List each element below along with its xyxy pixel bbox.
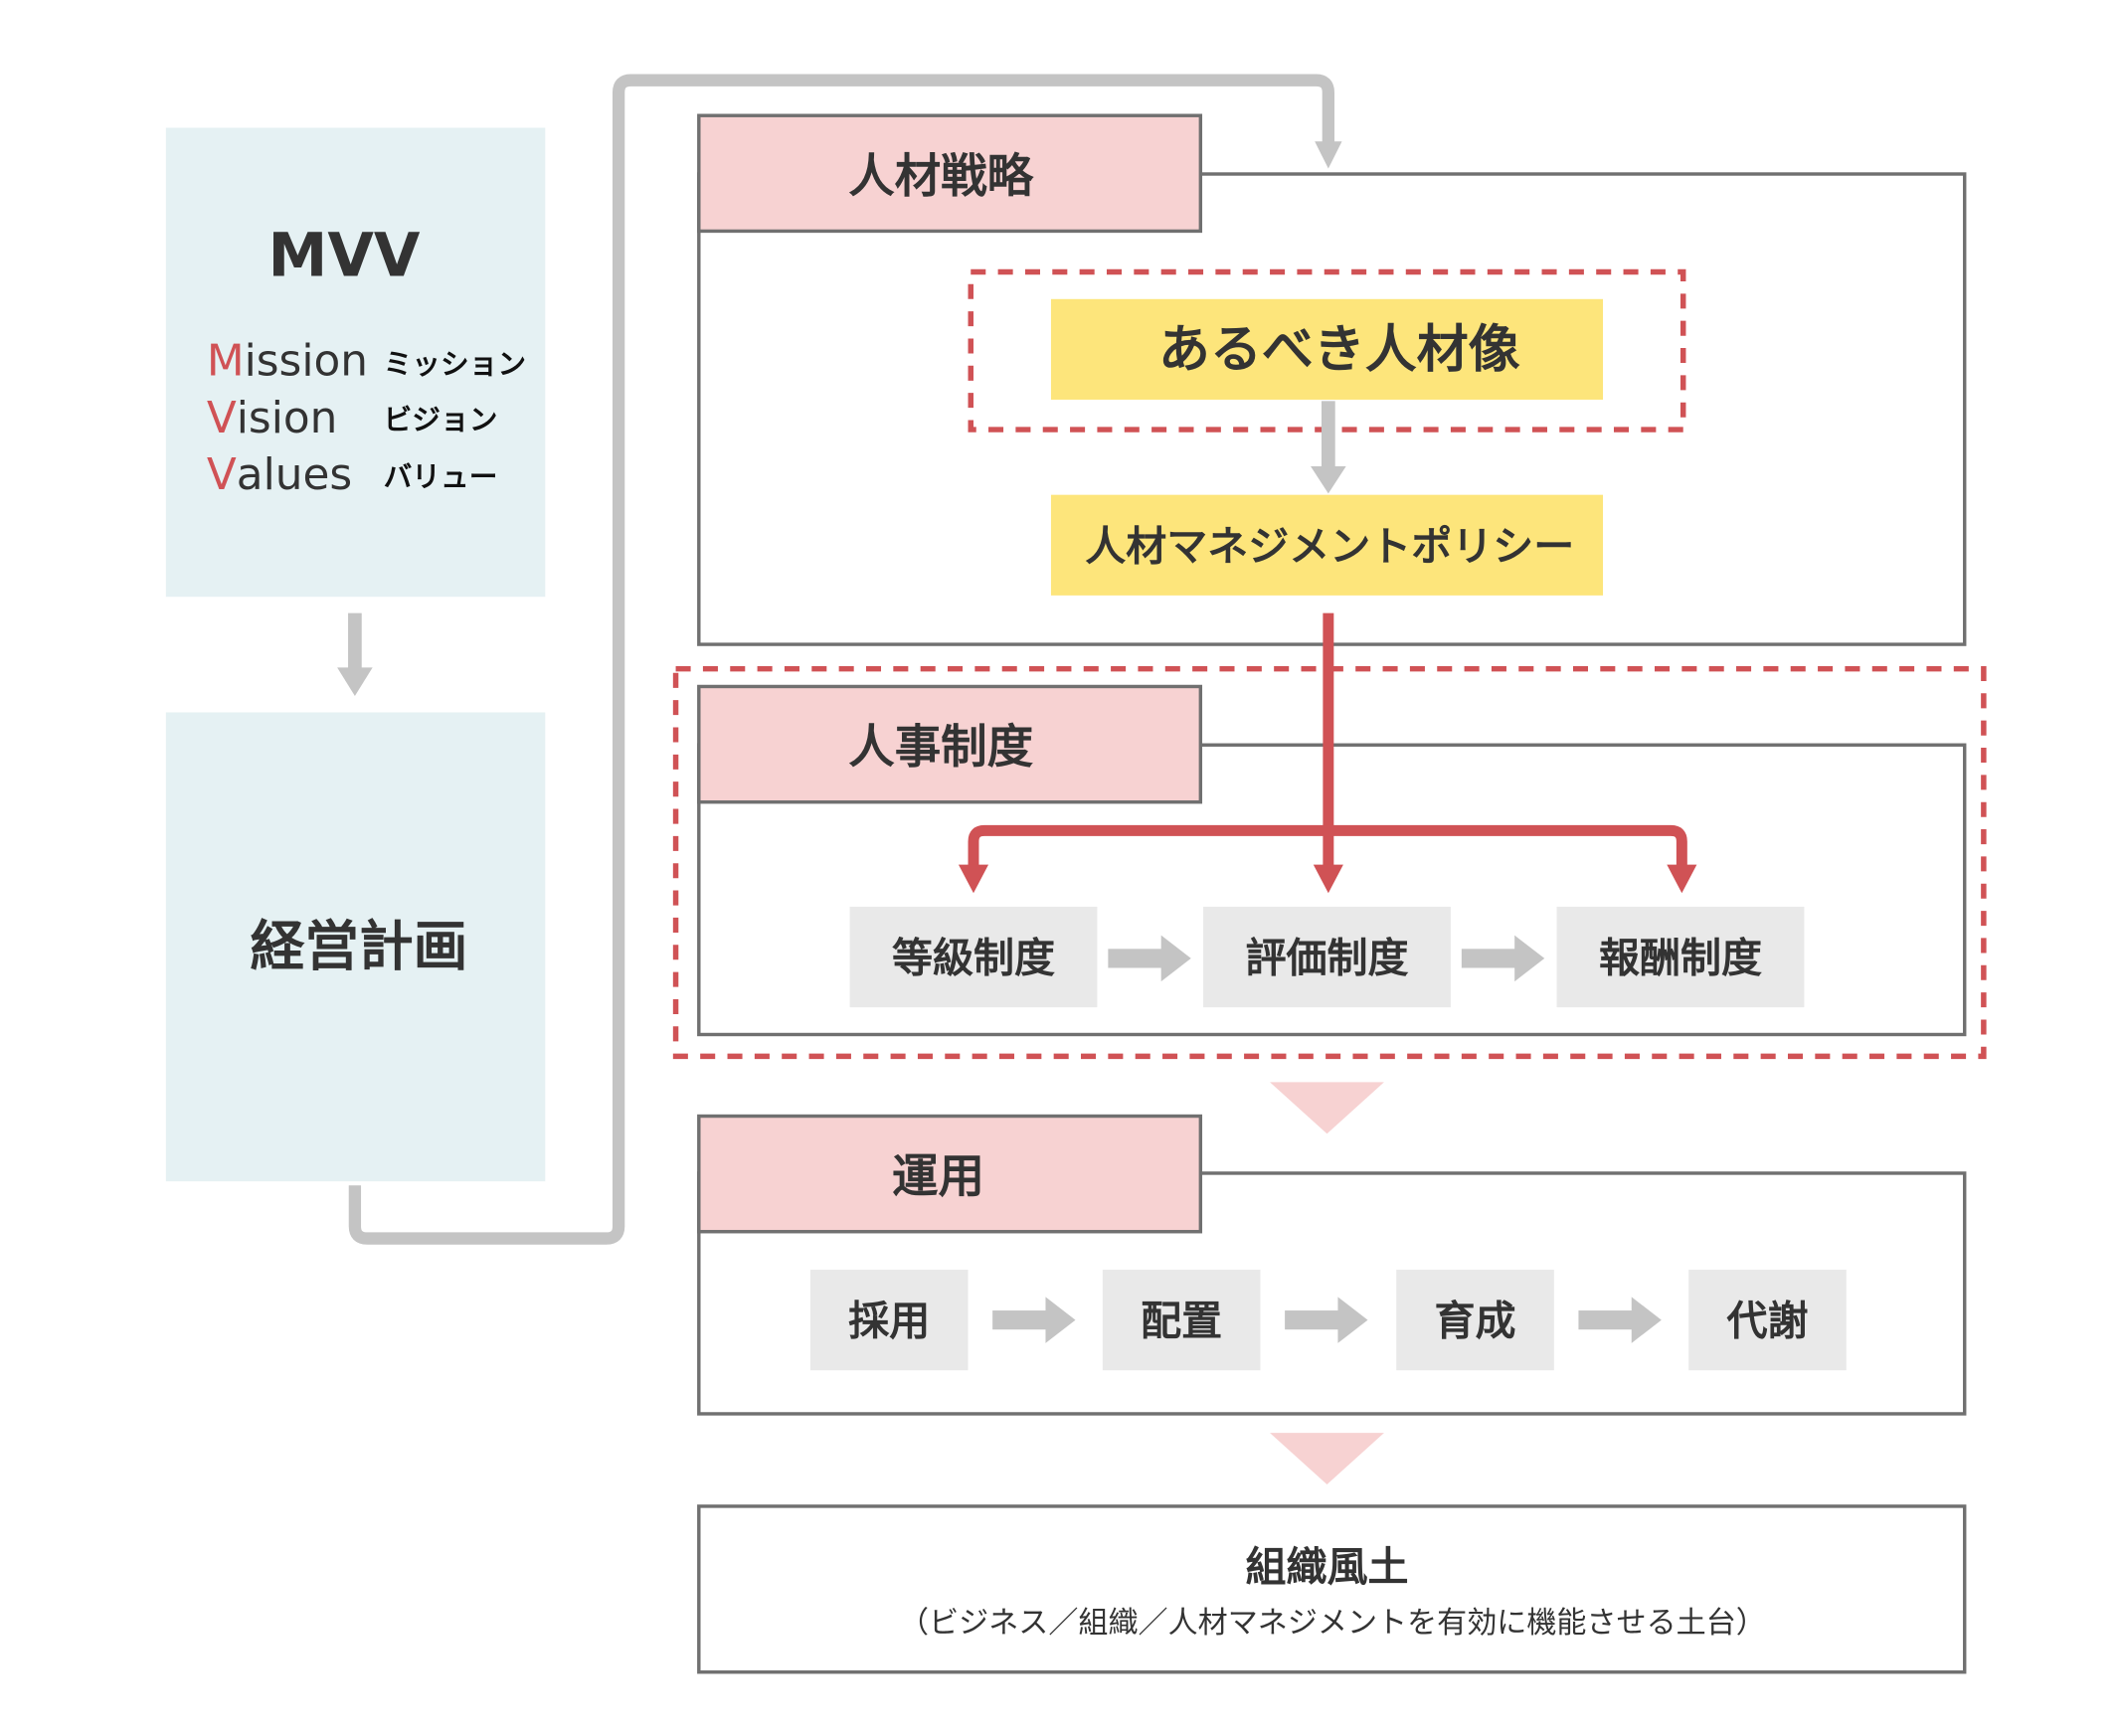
svg-text:Values: Values	[207, 449, 352, 500]
mvv-title: MVV	[267, 222, 420, 291]
operation-item-label: 配置	[1141, 1298, 1222, 1345]
hr-item-label: 報酬制度	[1599, 935, 1762, 982]
block-arrow-right-icon	[992, 1297, 1076, 1343]
mvv-initial: V	[207, 449, 237, 500]
mvv-word: alues	[237, 449, 352, 500]
hr-system-section: 人事制度 等級制度 評価制度 報酬制度	[672, 612, 1987, 1060]
section-label: 人事制度	[848, 720, 1033, 774]
business-plan-box: 経営計画	[165, 712, 546, 1182]
section-label: 人材戦略	[848, 149, 1034, 203]
mvv-kana: バリュー	[384, 459, 498, 493]
business-plan-label: 経営計画	[251, 915, 468, 978]
section-label-box	[697, 1114, 1203, 1234]
arrow-down-icon	[1311, 401, 1346, 494]
mvv-kana: ビジョン	[384, 403, 498, 436]
operation-item-development: 育成	[1396, 1270, 1554, 1371]
hr-item-grade: 等級制度	[849, 906, 1098, 1008]
operation-section: 運用 採用 配置 育成 代謝	[697, 1114, 1967, 1416]
talent-strategy-section: 人材戦略 あるべき人材像 人材マネジメントポリシー	[697, 113, 1967, 646]
mvv-word: ission	[245, 335, 368, 386]
operation-item-turnover: 代謝	[1688, 1270, 1847, 1371]
section-label: 運用	[892, 1149, 984, 1203]
culture-section: 組織風土 （ビジネス／組織／人材マネジメントを有効に機能させる土台）	[697, 1504, 1967, 1674]
feedback-connector	[348, 74, 1335, 1245]
culture-note: （ビジネス／組織／人材マネジメントを有効に機能させる土台）	[899, 1606, 1766, 1641]
arrow-down-icon	[337, 612, 373, 697]
mvv-initial: V	[207, 393, 237, 443]
policy-distribution-arrows	[958, 612, 1697, 894]
arrow-down-icon	[1313, 864, 1343, 894]
mvv-box: MVV Mission ミッション Vision ビジョン Values バリュ…	[165, 127, 546, 598]
operation-item-label: 育成	[1435, 1298, 1516, 1345]
block-arrow-right-icon	[1108, 935, 1191, 982]
operation-item-placement: 配置	[1102, 1270, 1261, 1371]
hr-item-label: 等級制度	[892, 935, 1055, 982]
section-label-box	[697, 113, 1203, 234]
mvv-initial: M	[207, 335, 245, 386]
ideal-talent-label: あるべき人材像	[1158, 320, 1520, 380]
hr-item-label: 評価制度	[1245, 935, 1408, 982]
hr-item-compensation: 報酬制度	[1556, 906, 1805, 1008]
block-arrow-right-icon	[1461, 935, 1545, 982]
policy-box	[1050, 494, 1604, 596]
flow-triangle-icon	[1270, 1433, 1384, 1485]
section-frame	[697, 1504, 1967, 1674]
mvv-word: ision	[237, 393, 338, 443]
operation-item-recruit: 採用	[809, 1270, 969, 1371]
block-arrow-right-icon	[1285, 1297, 1368, 1343]
hr-item-evaluation: 評価制度	[1203, 906, 1451, 1008]
arrow-down-icon	[1315, 141, 1342, 169]
flow-triangle-icon	[1270, 1082, 1384, 1134]
svg-text:Vision: Vision	[207, 393, 338, 443]
operation-item-label: 採用	[848, 1298, 930, 1345]
mvv-item-vision: Vision ビジョン	[207, 393, 498, 443]
mvv-item-values: Values バリュー	[207, 449, 498, 500]
policy-label: 人材マネジメントポリシー	[1085, 522, 1574, 570]
mvv-kana: ミッション	[384, 347, 527, 381]
operation-item-label: 代謝	[1725, 1298, 1808, 1345]
culture-label: 組織風土	[1245, 1543, 1408, 1591]
ideal-talent-box	[1050, 298, 1604, 400]
mvv-item-mission: Mission ミッション	[207, 335, 526, 386]
section-label-box	[697, 684, 1203, 804]
block-arrow-right-icon	[1578, 1297, 1662, 1343]
svg-text:Mission: Mission	[207, 335, 368, 386]
arrow-down-icon	[958, 864, 989, 894]
arrow-down-icon	[1667, 864, 1697, 894]
